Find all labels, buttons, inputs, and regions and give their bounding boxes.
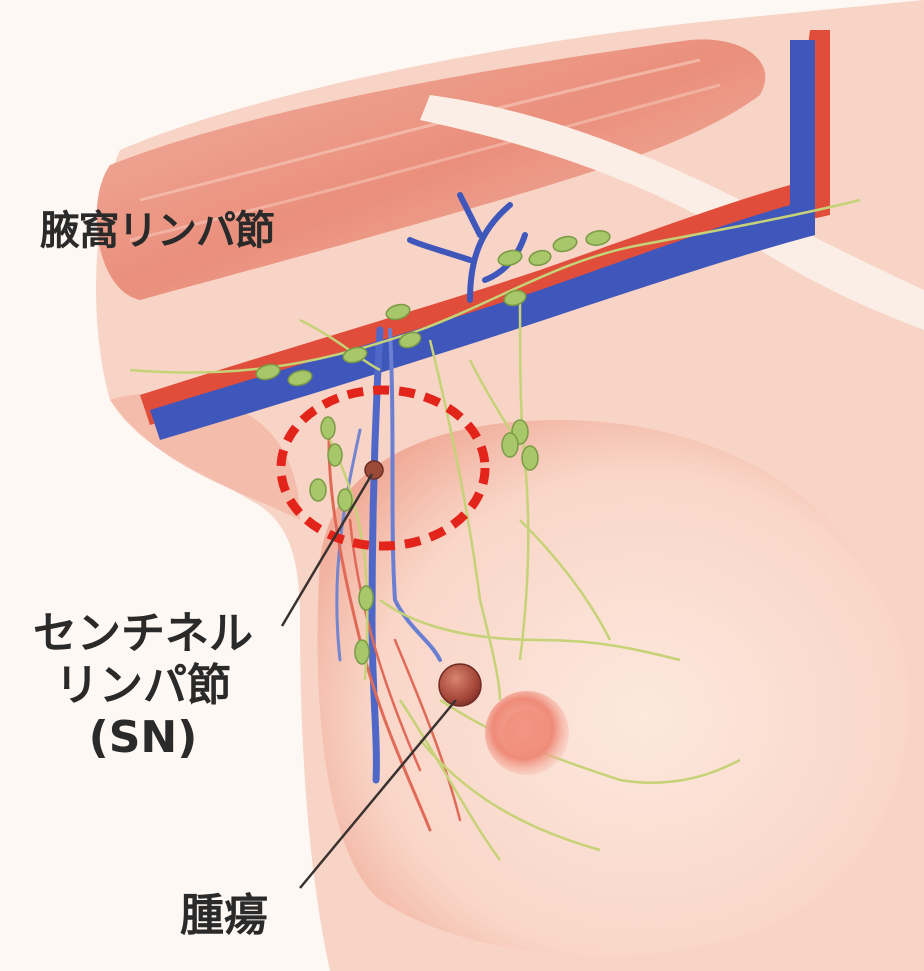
axillary-lymph-nodes-label: 腋窩リンパ節 — [40, 208, 274, 255]
sentinel-lymph-node — [365, 461, 383, 479]
sentinel-label-line1: センチネル — [12, 608, 274, 660]
nipple — [503, 710, 547, 754]
sentinel-lymph-node-label: センチネル リンパ節 (SN) — [12, 608, 274, 764]
sentinel-label-line2: リンパ節 — [12, 660, 274, 712]
tumor-mass — [439, 664, 481, 706]
sentinel-label-line3: (SN) — [12, 712, 274, 764]
tumor-label: 腫瘍 — [180, 890, 268, 942]
